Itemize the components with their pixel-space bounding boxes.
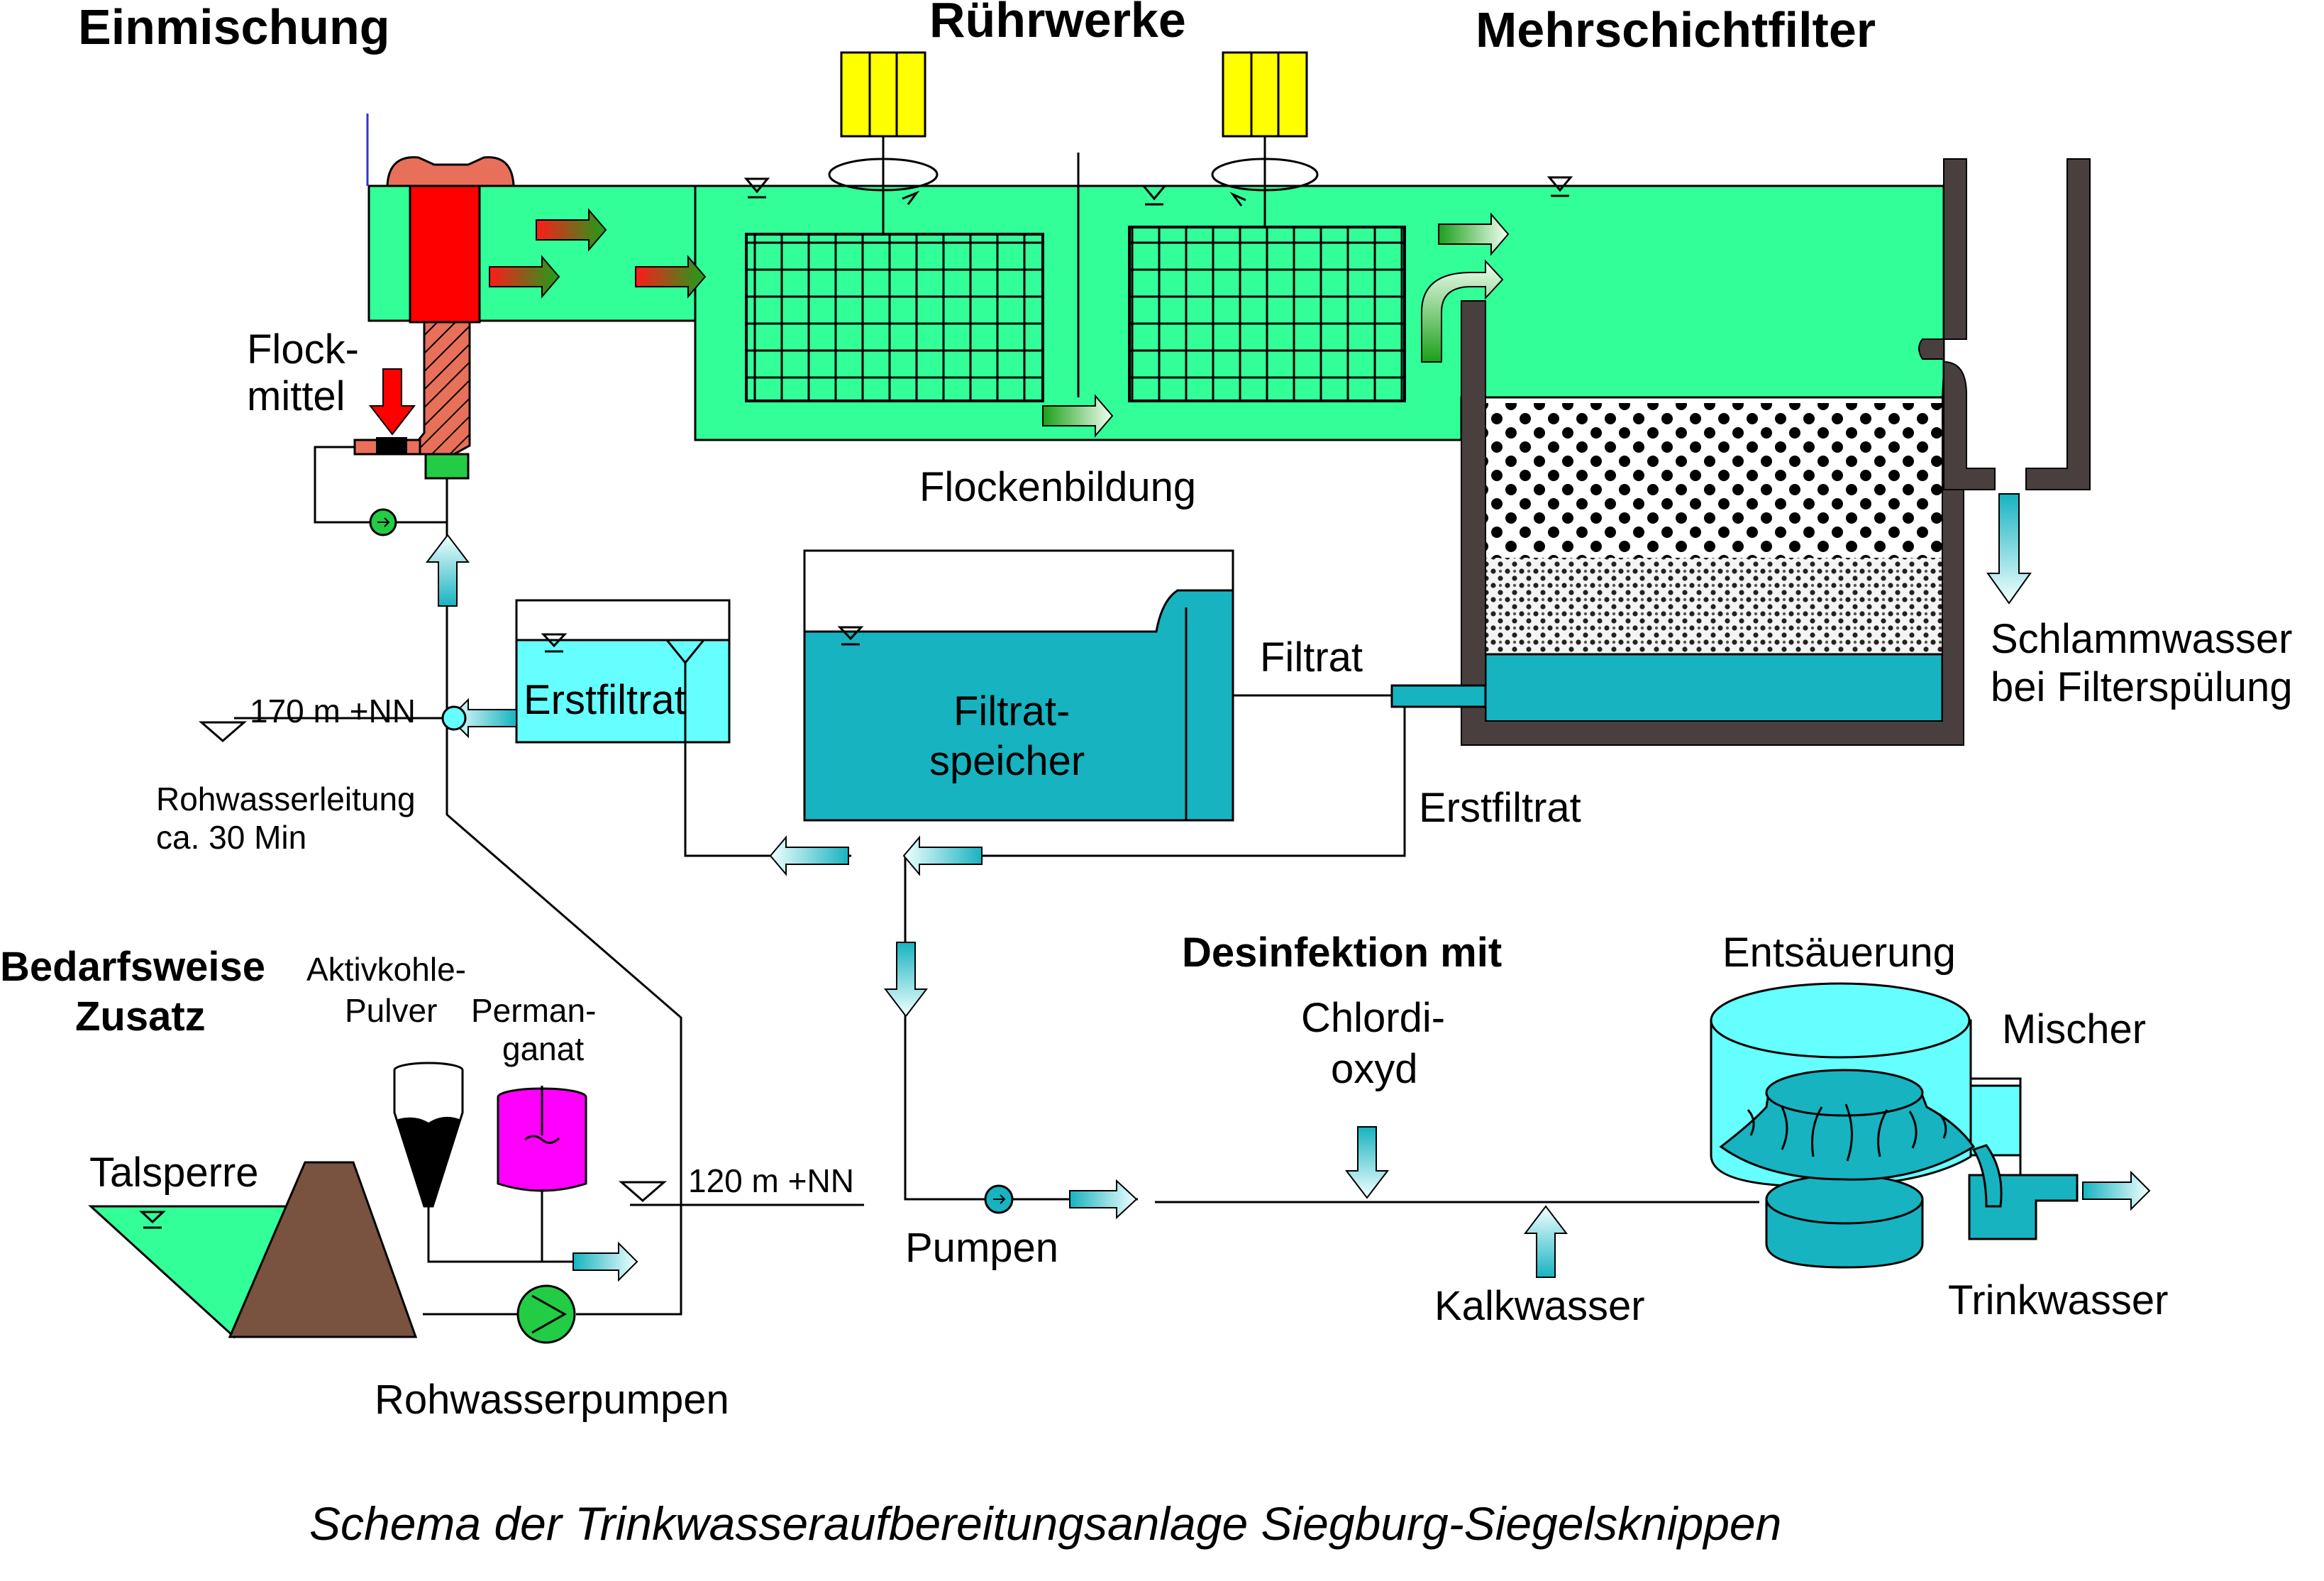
label-schlammwasser-2: bei Filterspülung xyxy=(1991,664,2293,710)
multilayer-filter xyxy=(1390,158,2091,746)
label-talsperre: Talsperre xyxy=(89,1150,259,1196)
pump-outflow-arrow xyxy=(1069,1179,1138,1220)
label-rohwasserleitung-2: ca. 30 Min xyxy=(156,819,306,856)
label-mischer: Mischer xyxy=(2002,1006,2146,1052)
flocculation-basin xyxy=(367,153,1945,441)
speicher-outflow-arrow xyxy=(883,942,929,1018)
flocculator-grid-1 xyxy=(745,233,1044,402)
water-level-marks xyxy=(743,176,1573,206)
label-desinfektion: Desinfektion mit xyxy=(1182,930,1502,976)
label-filtratspeicher-1: Filtrat- xyxy=(953,688,1070,734)
label-rohwasserpumpen: Rohwasserpumpen xyxy=(375,1377,729,1423)
label-bedarfsweise-2: Zusatz xyxy=(75,993,206,1040)
trinkwasser-arrow xyxy=(2082,1170,2151,1211)
label-entsaeuerung: Entsäuerung xyxy=(1722,930,1956,976)
agitator-1 xyxy=(828,51,939,234)
label-permanganat-2: ganat xyxy=(502,1030,584,1067)
diagram-caption: Schema der Trinkwasseraufbereitungsanlag… xyxy=(309,1497,1781,1550)
dosing-flow-arrow xyxy=(572,1241,638,1282)
label-schlammwasser-1: Schlammwasser xyxy=(1991,616,2292,662)
label-rohwasserleitung-1: Rohwasserleitung xyxy=(156,781,416,817)
level-marker-120 xyxy=(618,1181,668,1202)
raw-water-pump-icon xyxy=(516,1284,576,1344)
agitator-2 xyxy=(1211,51,1319,227)
erstfiltrat-arrow-1 xyxy=(902,835,983,876)
raw-water-up-arrow xyxy=(425,534,470,607)
label-kalkwasser: Kalkwasser xyxy=(1434,1283,1645,1329)
dosing-loop xyxy=(314,446,448,524)
label-erstfiltrat-line: Erstfiltrat xyxy=(1419,785,1581,831)
title-einmischung: Einmischung xyxy=(78,0,389,55)
reservoir-talsperre xyxy=(88,1161,418,1339)
erstfiltrat-arrow-2 xyxy=(769,835,849,876)
level-marker-170 xyxy=(198,721,248,742)
label-flockenbildung: Flockenbildung xyxy=(919,464,1196,510)
label-erstfiltrat-tank: Erstfiltrat xyxy=(524,677,686,723)
label-trinkwasser: Trinkwasser xyxy=(1948,1277,2168,1323)
speicher-pump-pipe xyxy=(904,1015,1138,1201)
label-permanganat-1: Perman- xyxy=(471,992,596,1029)
kalkwasser-arrow xyxy=(1523,1205,1568,1278)
title-mehrschichtfilter: Mehrschichtfilter xyxy=(1476,2,1876,57)
label-filtrat: Filtrat xyxy=(1260,634,1363,681)
flockmittel-arrow xyxy=(368,368,416,436)
aktivkohle-hopper xyxy=(393,1062,580,1263)
mixer-entsaeuerung xyxy=(1710,982,2079,1269)
label-aktivkohle-1: Aktivkohle- xyxy=(306,951,466,988)
erstfiltrat-pump-icon xyxy=(441,705,467,731)
title-ruehrwerke: Rührwerke xyxy=(929,0,1186,48)
label-level-170: 170 m +NN xyxy=(250,693,416,729)
chlordioxyd-arrow xyxy=(1344,1126,1390,1199)
label-chlordioxyd-1: Chlordi- xyxy=(1301,995,1445,1041)
label-aktivkohle-2: Pulver xyxy=(345,992,437,1029)
flow-arrows-channel xyxy=(489,208,1510,438)
filtratspeicher-tank xyxy=(803,549,1234,822)
label-flockmittel-1: Flock- xyxy=(247,326,359,373)
erstfiltrat-tank xyxy=(515,599,731,744)
label-level-120: 120 m +NN xyxy=(688,1162,854,1199)
permanganat-tank xyxy=(497,1086,587,1262)
label-flockmittel-2: mittel xyxy=(247,373,345,419)
schlammwasser-arrow xyxy=(1986,493,2032,605)
label-bedarfsweise-1: Bedarfsweise xyxy=(0,944,265,990)
flocculator-grid-2 xyxy=(1128,226,1406,402)
label-chlordioxyd-2: oxyd xyxy=(1331,1046,1418,1092)
label-filtratspeicher-2: speicher xyxy=(929,738,1085,784)
label-pumpen: Pumpen xyxy=(905,1225,1058,1271)
